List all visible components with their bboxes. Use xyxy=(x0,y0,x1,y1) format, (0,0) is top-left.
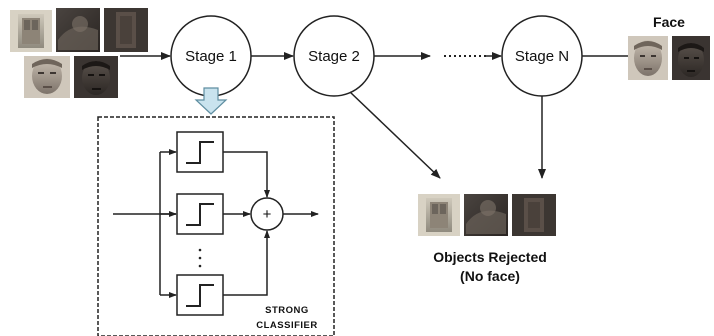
weak-classifier-n xyxy=(176,274,224,316)
strong-classifier-label-line1: STRONG xyxy=(265,305,309,316)
rejected-label-line1: Objects Rejected xyxy=(433,249,547,265)
strong-classifier-label-line2: CLASSIFIER xyxy=(256,320,317,331)
strong-classifier-box xyxy=(97,116,335,336)
rejected-images xyxy=(418,194,556,236)
nonface-texture-image xyxy=(56,8,100,52)
stage-2-label: Stage 2 xyxy=(308,48,360,65)
weak-classifier-2 xyxy=(176,193,224,235)
output-face-1 xyxy=(628,36,668,80)
face-image-2 xyxy=(74,56,118,98)
rejected-door-image xyxy=(512,194,556,236)
step-function-icon xyxy=(186,284,214,307)
summation-node: + xyxy=(250,197,284,231)
input-images xyxy=(10,8,148,98)
weak-n-to-sum xyxy=(223,230,270,296)
stage-n-label: Stage N xyxy=(515,48,569,65)
stage-2-node: Stage 2 xyxy=(293,15,375,97)
weak-classifier-ellipsis xyxy=(198,248,202,268)
classifier-input-branches xyxy=(113,152,176,295)
face-image-1 xyxy=(24,56,70,98)
nonface-door-image xyxy=(104,8,148,52)
face-label: Face xyxy=(653,14,685,30)
sum-symbol: + xyxy=(263,206,272,223)
stage2-reject-arrow xyxy=(349,91,441,179)
stage-1-node: Stage 1 xyxy=(170,15,252,97)
output-face-2 xyxy=(672,36,710,80)
nonface-window-image xyxy=(10,10,52,52)
weak-1-to-sum xyxy=(223,151,270,198)
expand-down-arrow xyxy=(194,87,228,115)
step-function-icon xyxy=(186,203,214,226)
rejected-window-image xyxy=(418,194,460,236)
stage-1-label: Stage 1 xyxy=(185,48,237,65)
step-function-icon xyxy=(186,141,214,164)
stage-n-node: Stage N xyxy=(501,15,583,97)
rejected-texture-image xyxy=(464,194,508,236)
rejected-label-line2: (No face) xyxy=(460,268,520,284)
weak-classifier-1 xyxy=(176,131,224,173)
output-face-images xyxy=(628,36,710,80)
